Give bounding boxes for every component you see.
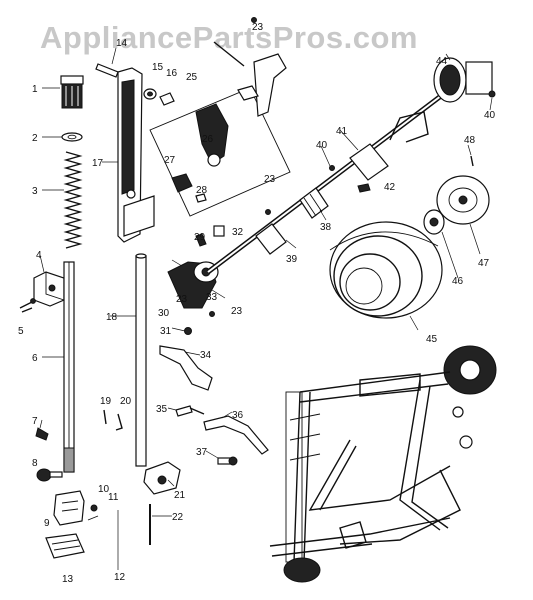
leader-lines [39,47,493,570]
callout-47: 47 [478,258,490,269]
part-36-bracket [203,415,269,455]
part-1-cap [60,75,84,109]
callout-18: 18 [106,312,118,323]
callout-46: 46 [452,276,464,287]
callout-15: 15 [152,62,164,73]
callout-30: 30 [158,308,170,319]
part-39-collar [255,223,287,255]
part-32-pin [213,225,225,237]
part-44-wheel [433,57,493,103]
part-13-foot [45,533,85,559]
callout-1: 1 [32,84,38,95]
part-38-gear [299,187,329,219]
part-3-spring [63,151,83,249]
callout-31: 31 [160,326,172,337]
callout-28: 28 [196,185,208,196]
part-2-washer [61,132,83,142]
callout-41: 41 [336,126,348,137]
callout-20: 20 [120,396,132,407]
callout-3: 3 [32,186,38,197]
part-upper-shaft [206,72,472,274]
callout-29: 29 [194,232,206,243]
callout-40: 40 [316,140,328,151]
callout-27: 27 [164,155,176,166]
machine-assembly [269,345,497,583]
part-4-bracket [33,271,65,307]
part-29-screw [195,233,207,247]
callout-37: 37 [196,447,208,458]
callout-32: 32 [232,227,244,238]
callout-4: 4 [36,250,42,261]
part-25-box [149,87,291,217]
part-34-lever [159,345,213,391]
part-47-flywheel [436,175,490,225]
callout-25: 25 [186,72,198,83]
callout-5: 5 [18,326,24,337]
part-45-handwheel [329,221,443,319]
part-8-screw [36,468,63,482]
callout-23: 23 [231,306,243,317]
callout-23: 23 [176,294,188,305]
part-rocker-arms [213,41,287,117]
callout-23: 23 [252,22,264,33]
callout-12: 12 [114,572,126,583]
callout-42: 42 [384,182,396,193]
callout-13: 13 [62,574,74,585]
callout-23: 23 [264,174,276,185]
callout-10: 10 [98,484,110,495]
part-42-screw [357,183,371,193]
callout-19: 19 [100,396,112,407]
callout-6: 6 [32,353,38,364]
callout-36: 36 [232,410,244,421]
watermark-text: AppliancePartsPros.com [40,20,418,55]
callout-2: 2 [32,133,38,144]
part-19-pin [103,409,107,425]
part-21-clamp [143,461,181,495]
part-16-nut [159,92,175,106]
part-9-presser-foot [53,490,99,526]
part-35-key [175,405,205,417]
callout-35: 35 [156,404,168,415]
part-37-screw [217,456,238,466]
part-31-screw [184,327,192,335]
part-46-washer [423,209,445,235]
part-7-clip [35,427,49,441]
callout-26: 26 [202,134,214,145]
part-20-pin [115,413,123,431]
callout-38: 38 [320,222,332,233]
callout-11: 11 [108,492,119,503]
part-18-rod [135,253,147,467]
callout-21: 21 [174,490,186,501]
part-40-screws [329,90,496,171]
callout-7: 7 [32,416,38,427]
callout-9: 9 [44,518,50,529]
callout-14: 14 [116,38,128,49]
callout-22: 22 [172,512,184,523]
callout-34: 34 [200,350,212,361]
callout-39: 39 [286,254,298,265]
part-14-pin [95,63,119,78]
callout-16: 16 [166,68,178,79]
part-48-pin [470,155,474,167]
part-41-crank [349,111,429,181]
part-6-bar [63,261,75,473]
callout-48: 48 [464,135,476,146]
part-5-screws [19,298,36,313]
callout-33: 33 [206,292,218,303]
part-23-set-screws [209,17,271,317]
callout-45: 45 [426,334,438,345]
part-15-ring [143,88,157,100]
callout-8: 8 [32,458,38,469]
part-17-lever [117,67,155,243]
callout-40: 40 [484,110,496,121]
callout-44: 44 [436,56,448,67]
callout-17: 17 [92,158,104,169]
